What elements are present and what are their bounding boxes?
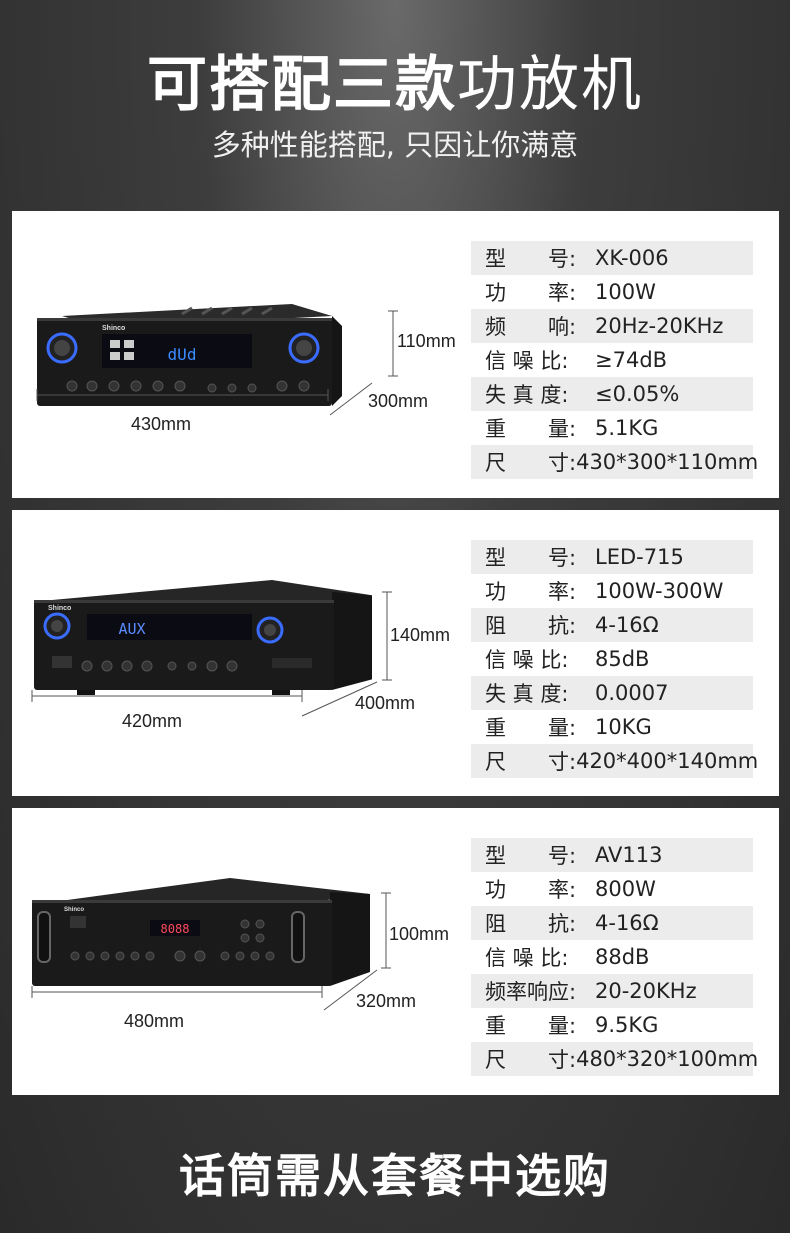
spec-label: 尺 寸: (485, 451, 577, 475)
amplifier-image-2: AUX Shinco (34, 580, 372, 695)
spec-value: 100W (595, 280, 656, 304)
spec-row: 尺 寸:430*300*110mm (471, 445, 758, 479)
spec-label: 型 号: (485, 844, 577, 868)
spec-value: 0.0007 (595, 681, 669, 705)
spec-label: 尺 寸: (485, 1048, 577, 1072)
spec-value: XK-006 (595, 246, 669, 270)
product-card-2: AUX Shinco 140mm 400mm 420mm 型 号: LED-715… (12, 510, 779, 796)
display-text: dUd (168, 345, 197, 364)
spec-label: 型 号: (485, 247, 577, 271)
spec-value: 420*400*140mm (576, 749, 759, 773)
dim-height: 140mm (390, 625, 451, 645)
spec-row: 阻 抗: 4-16Ω (471, 906, 753, 940)
spec-row: 重 量: 10KG (471, 710, 753, 744)
spec-value: ≤0.05% (595, 382, 680, 406)
spec-row: 型 号: AV113 (471, 838, 753, 872)
spec-label: 重 量: (485, 417, 577, 441)
spec-value: 20-20KHz (595, 979, 697, 1003)
spec-row: 功 率: 100W-300W (471, 574, 753, 608)
dim-height: 110mm (397, 331, 456, 351)
product-card-3: 8088 Shinco 100mm 320mm 480mm 型 号: AV113 功… (12, 808, 779, 1095)
spec-label: 重 量: (485, 1014, 577, 1038)
spec-value: LED-715 (595, 545, 684, 569)
dim-width: 430mm (131, 414, 192, 434)
dim-depth: 300mm (368, 391, 429, 411)
spec-value: 480*320*100mm (576, 1047, 759, 1071)
spec-value: 430*300*110mm (576, 450, 759, 474)
page-title: 可搭配三款功放机 (0, 50, 790, 120)
spec-label: 型 号: (485, 546, 577, 570)
spec-row: 重 量: 5.1KG (471, 411, 753, 445)
spec-label: 频率响应: (485, 980, 577, 1004)
spec-value: 9.5KG (595, 1013, 659, 1037)
spec-label: 失 真 度: (485, 682, 569, 706)
display-text: AUX (118, 620, 145, 638)
dim-depth: 400mm (355, 693, 416, 713)
spec-row: 尺 寸:420*400*140mm (471, 744, 758, 778)
dim-depth: 320mm (356, 991, 417, 1011)
spec-table-1: 型 号: XK-006 功 率: 100W 频 响: 20Hz-20KHz 信 噪 比: ≥7… (471, 241, 758, 479)
spec-label: 失 真 度: (485, 383, 569, 407)
spec-row: 信 噪 比: 85dB (471, 642, 753, 676)
spec-label: 阻 抗: (485, 912, 577, 936)
spec-value: 85dB (595, 647, 650, 671)
spec-row: 功 率: 100W (471, 275, 753, 309)
brand-logo: Shinco (48, 605, 71, 612)
spec-value: 800W (595, 877, 656, 901)
product-card-1: dUd Shinco 110mm 300mm 430mm 型 号: XK-006 功… (12, 211, 779, 498)
amplifier-image-3: 8088 Shinco (32, 878, 370, 986)
spec-row: 功 率: 800W (471, 872, 753, 906)
spec-row: 频 响: 20Hz-20KHz (471, 309, 753, 343)
spec-value: 100W-300W (595, 579, 724, 603)
spec-label: 功 率: (485, 580, 577, 604)
dimension-lines-3 (31, 892, 391, 1011)
dim-width: 420mm (122, 711, 183, 731)
spec-row: 失 真 度: 0.0007 (471, 676, 753, 710)
brand-logo: Shinco (102, 325, 125, 332)
spec-value: 5.1KG (595, 416, 659, 440)
spec-value: 88dB (595, 945, 650, 969)
spec-row: 型 号: LED-715 (471, 540, 753, 574)
title-light: 功放机 (457, 50, 643, 120)
amplifier-image-1: dUd Shinco (37, 304, 342, 406)
dim-height: 100mm (389, 924, 450, 944)
spec-row: 阻 抗: 4-16Ω (471, 608, 753, 642)
spec-value: ≥74dB (595, 348, 668, 372)
spec-label: 功 率: (485, 281, 577, 305)
dimension-lines-2 (31, 591, 392, 717)
spec-label: 功 率: (485, 878, 577, 902)
spec-row: 型 号: XK-006 (471, 241, 753, 275)
spec-label: 信 噪 比: (485, 648, 569, 672)
header: 可搭配三款功放机 多种性能搭配, 只因让你满意 (0, 0, 790, 200)
dim-width: 480mm (124, 1011, 185, 1031)
spec-row: 信 噪 比: ≥74dB (471, 343, 753, 377)
spec-row: 重 量: 9.5KG (471, 1008, 753, 1042)
spec-row: 失 真 度: ≤0.05% (471, 377, 753, 411)
spec-value: 20Hz-20KHz (595, 314, 724, 338)
spec-table-2: 型 号: LED-715 功 率: 100W-300W 阻 抗: 4-16Ω 信 噪 比: 8… (471, 540, 758, 778)
spec-value: AV113 (595, 843, 663, 867)
spec-label: 重 量: (485, 716, 577, 740)
spec-label: 频 响: (485, 315, 577, 339)
spec-table-3: 型 号: AV113 功 率: 800W 阻 抗: 4-16Ω 信 噪 比: 88dB 频率响应… (471, 838, 758, 1076)
spec-row: 信 噪 比: 88dB (471, 940, 753, 974)
spec-label: 阻 抗: (485, 614, 577, 638)
display-text: 8088 (161, 922, 190, 936)
spec-row: 频率响应: 20-20KHz (471, 974, 753, 1008)
spec-label: 尺 寸: (485, 750, 577, 774)
spec-value: 4-16Ω (595, 613, 659, 637)
title-bold: 可搭配三款 (147, 50, 457, 120)
spec-value: 4-16Ω (595, 911, 659, 935)
brand-logo: Shinco (64, 907, 84, 913)
dimension-lines-1 (36, 310, 398, 416)
page-subtitle: 多种性能搭配, 只因让你满意 (211, 128, 579, 162)
spec-label: 信 噪 比: (485, 349, 569, 373)
spec-label: 信 噪 比: (485, 946, 569, 970)
footer-note: 话筒需从套餐中选购 (179, 1149, 611, 1203)
spec-value: 10KG (595, 715, 652, 739)
spec-row: 尺 寸:480*320*100mm (471, 1042, 758, 1076)
